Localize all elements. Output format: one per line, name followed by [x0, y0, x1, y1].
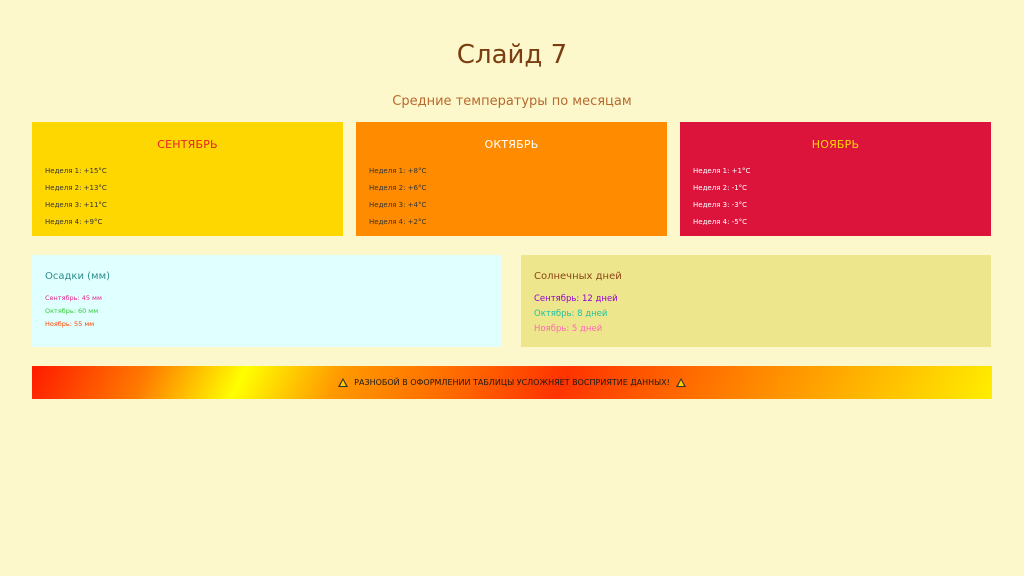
week-item: Неделя 4: +9°C	[45, 218, 103, 226]
week-item: Неделя 3: +11°C	[45, 201, 107, 209]
month-card-october: ОКТЯБРЬ Неделя 1: +8°C Неделя 2: +6°C Не…	[356, 122, 667, 236]
precipitation-item: Ноябрь: 55 мм	[45, 320, 95, 328]
week-item: Неделя 3: +4°C	[369, 201, 427, 209]
week-list: Неделя 1: +8°C Неделя 2: +6°C Неделя 3: …	[369, 163, 654, 231]
sunny-days-list: Сентябрь: 12 дней Октябрь: 8 дней Ноябрь…	[534, 292, 978, 337]
week-item: Неделя 2: +13°C	[45, 184, 107, 192]
week-item: Неделя 1: +1°C	[693, 167, 751, 175]
week-list: Неделя 1: +1°C Неделя 2: -1°C Неделя 3: …	[693, 163, 978, 231]
month-title: ОКТЯБРЬ	[484, 138, 539, 151]
precipitation-item: Сентябрь: 45 мм	[45, 294, 102, 302]
precipitation-card: Осадки (мм) Сентябрь: 45 мм Октябрь: 60 …	[32, 255, 502, 347]
warning-icon	[338, 378, 349, 387]
week-item: Неделя 2: +6°C	[369, 184, 427, 192]
warning-icon	[675, 378, 686, 387]
precipitation-list: Сентябрь: 45 мм Октябрь: 60 мм Ноябрь: 5…	[45, 292, 489, 331]
week-item: Неделя 2: -1°C	[693, 184, 748, 192]
month-card-november: НОЯБРЬ Неделя 1: +1°C Неделя 2: -1°C Нед…	[680, 122, 991, 236]
week-list: Неделя 1: +15°C Неделя 2: +13°C Неделя 3…	[45, 163, 330, 231]
sunny-days-item: Ноябрь: 5 дней	[534, 324, 603, 334]
sunny-days-item: Октябрь: 8 дней	[534, 309, 608, 319]
week-item: Неделя 4: +2°C	[369, 218, 427, 226]
week-item: Неделя 4: -5°C	[693, 218, 748, 226]
week-item: Неделя 1: +8°C	[369, 167, 427, 175]
sunny-days-card: Солнечных дней Сентябрь: 12 дней Октябрь…	[521, 255, 991, 347]
sunny-days-item: Сентябрь: 12 дней	[534, 294, 618, 304]
month-title: НОЯБРЬ	[811, 138, 860, 151]
slide-title: Слайд 7	[456, 40, 568, 70]
warning-banner: РАЗНОБОЙ В ОФОРМЛЕНИИ ТАБЛИЦЫ УСЛОЖНЯЕТ …	[32, 366, 992, 399]
week-item: Неделя 3: -3°C	[693, 201, 748, 209]
week-item: Неделя 1: +15°C	[45, 167, 107, 175]
month-card-september: СЕНТЯБРЬ Неделя 1: +15°C Неделя 2: +13°C…	[32, 122, 343, 236]
precipitation-item: Октябрь: 60 мм	[45, 307, 99, 315]
precipitation-title: Осадки (мм)	[45, 271, 111, 282]
month-title: СЕНТЯБРЬ	[157, 138, 218, 151]
slide-subtitle: Средние температуры по месяцам	[392, 94, 632, 109]
warning-text: РАЗНОБОЙ В ОФОРМЛЕНИИ ТАБЛИЦЫ УСЛОЖНЯЕТ …	[354, 378, 670, 387]
sunny-days-title: Солнечных дней	[534, 271, 622, 282]
